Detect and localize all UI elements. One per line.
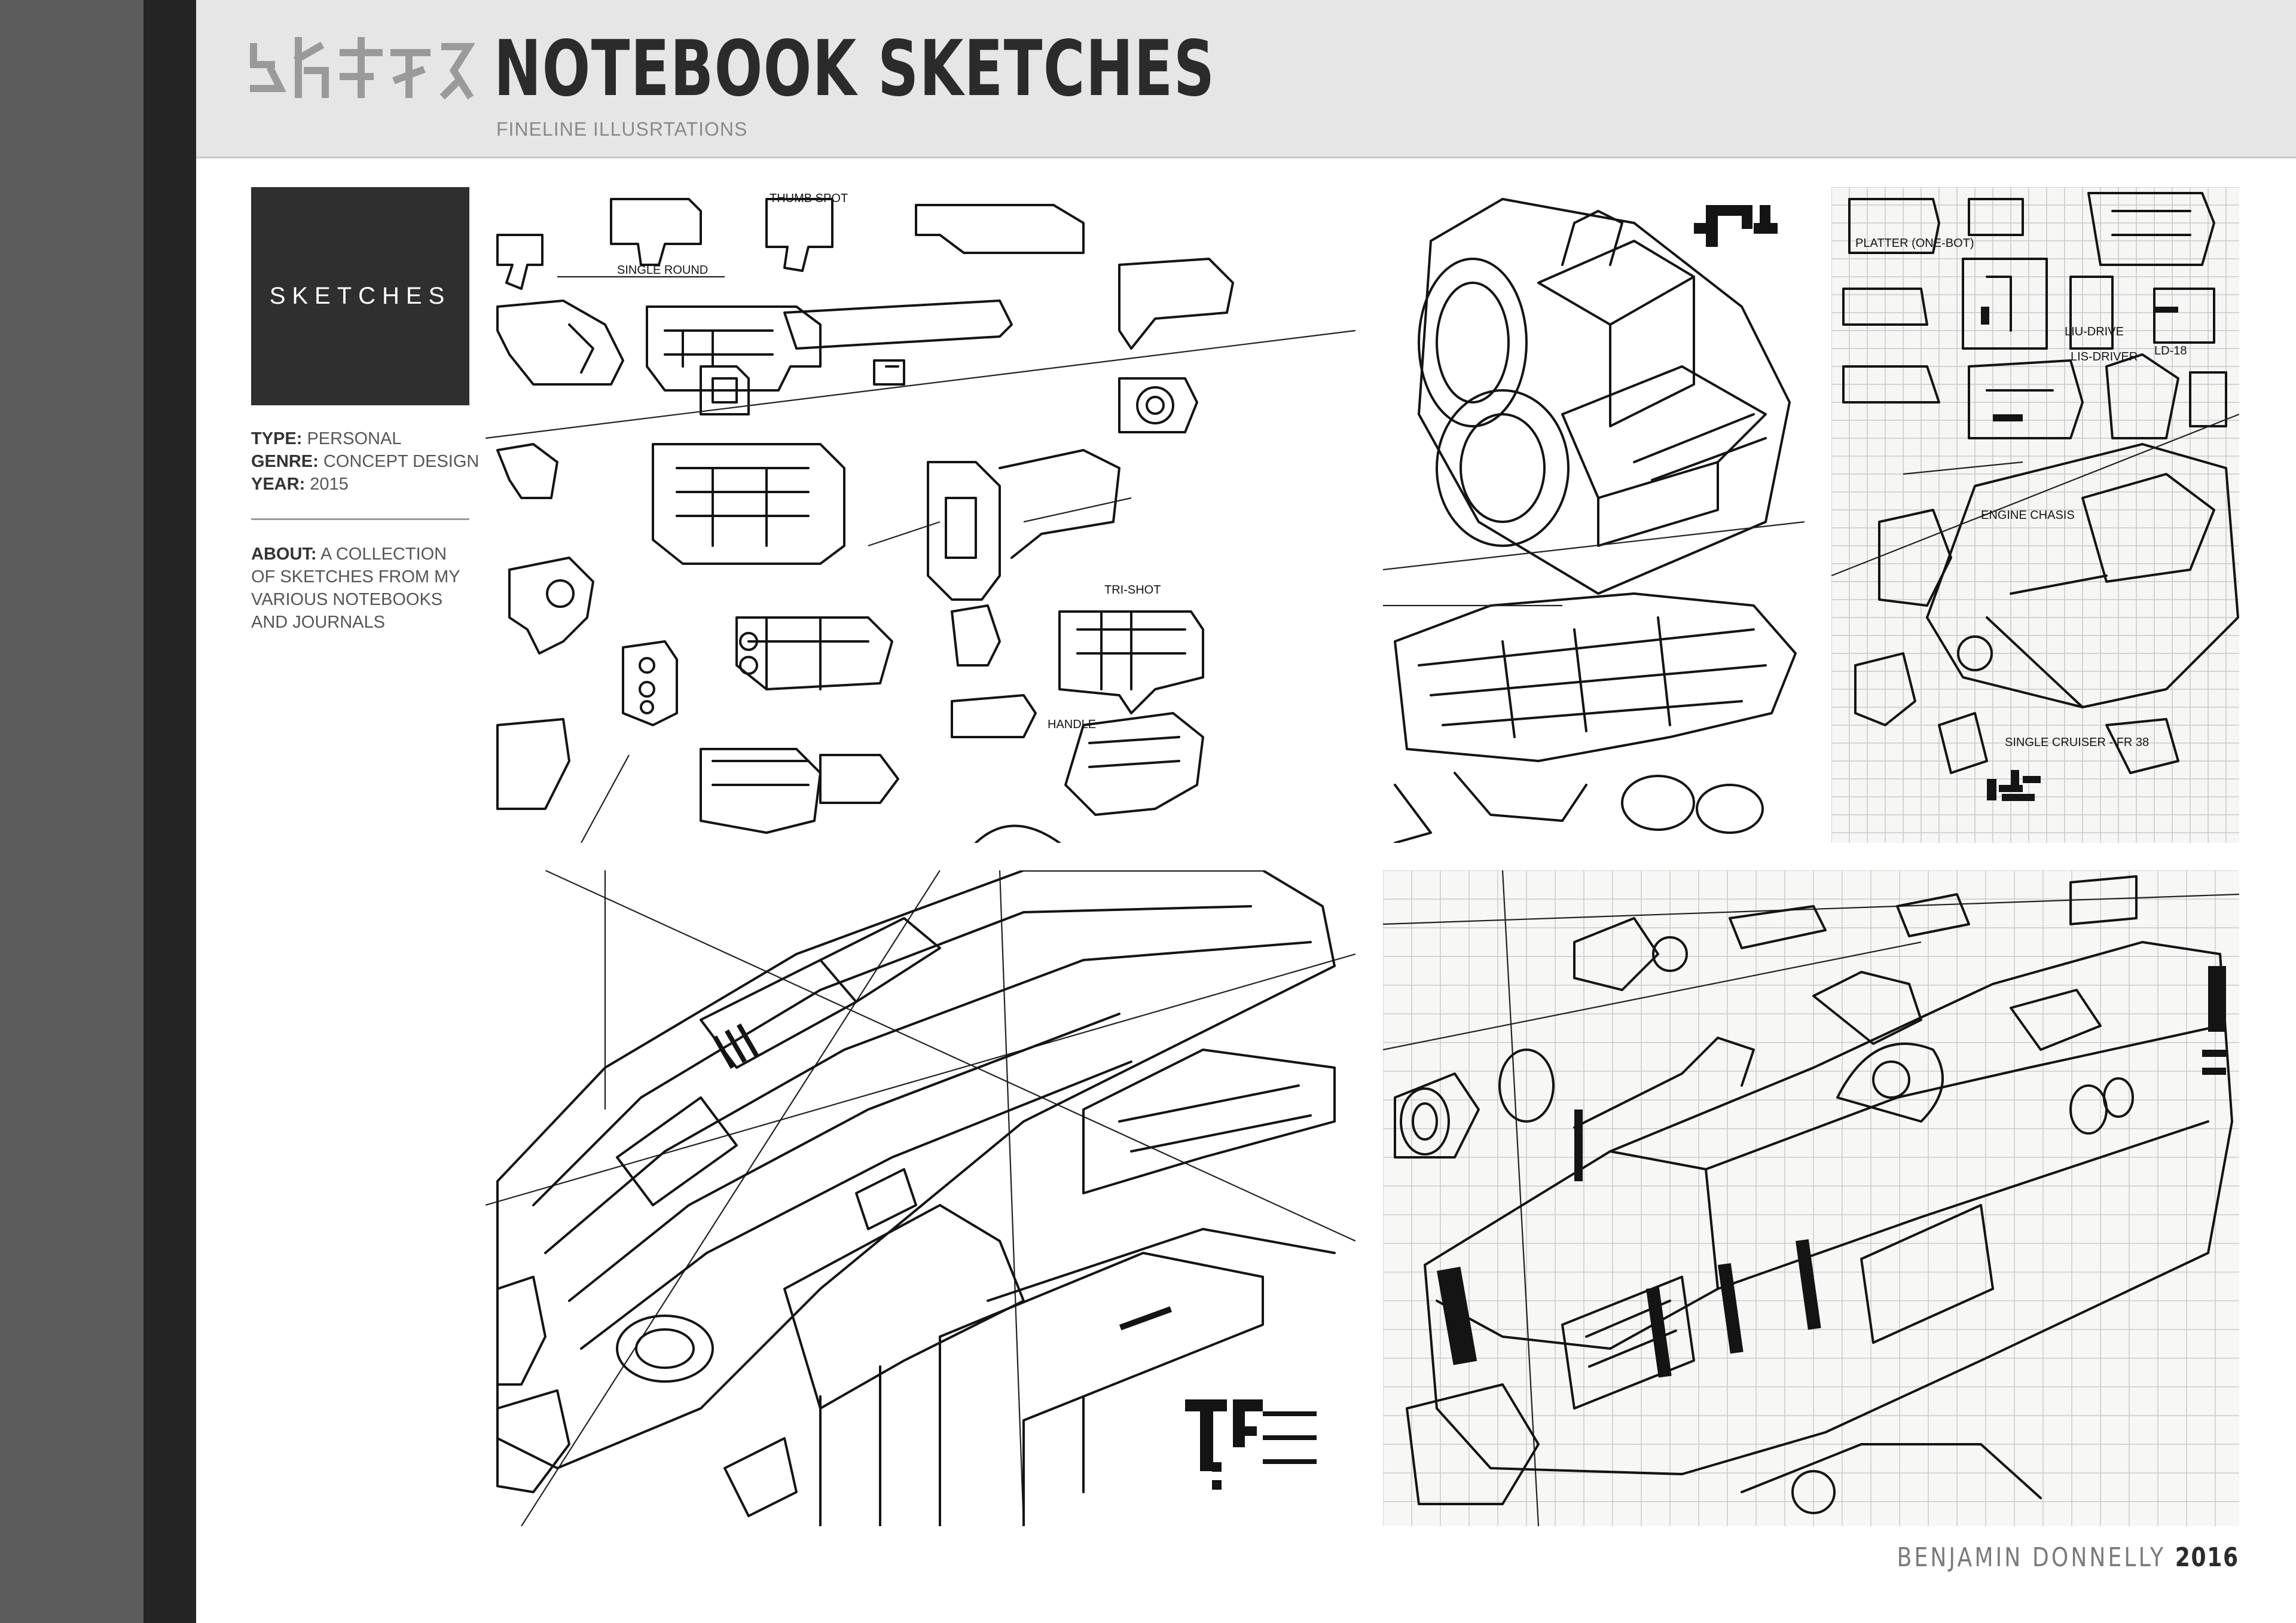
section-label-box: SKETCHES xyxy=(251,187,469,405)
note-thumb-spot: THUMB SPOT xyxy=(770,192,848,205)
glyph-mark-ship xyxy=(1185,1399,1317,1490)
grid-sketch: PLATTER (ONE-BOT) ENGINE CHASIS LIU-DRIV… xyxy=(1831,187,2239,843)
about-block: ABOUT: A COLLECTION OF SKETCHES FROM MY … xyxy=(251,543,478,634)
meta-genre-key: GENRE: xyxy=(251,452,319,471)
note-platter: PLATTER (ONE-BOT) xyxy=(1855,237,1974,250)
grid-sketch-panel: PLATTER (ONE-BOT) ENGINE CHASIS LIU-DRIV… xyxy=(1831,187,2239,843)
meta-type-value: PERSONAL xyxy=(307,429,402,448)
note-tri-shot: TRI-SHOT xyxy=(1104,583,1161,597)
footer-author: BENJAMIN DONNELLY xyxy=(1897,1542,2166,1573)
meta-divider xyxy=(251,518,469,520)
vehicle-shading xyxy=(1436,966,2226,1378)
meta-type-key: TYPE: xyxy=(251,429,303,448)
ship-sketch xyxy=(486,870,1355,1526)
note-engine-chasis: ENGINE CHASIS xyxy=(1981,509,2075,522)
note-liu-drive: LIU-DRIVE xyxy=(2065,325,2124,338)
note-lis-driver: LIS-DRIVER xyxy=(2071,350,2138,363)
binder-strip-light xyxy=(0,0,144,1623)
meta-year-value: 2015 xyxy=(310,475,349,494)
weapons-sketch: THUMB SPOT SINGLE ROUND TRI-SHOT HANDLE xyxy=(486,192,1355,843)
glyph-mark-grid xyxy=(1981,307,2178,801)
binder-strip-dark xyxy=(144,0,196,1623)
meta-year-key: YEAR: xyxy=(251,475,306,494)
vehicle-sketch xyxy=(1383,870,2239,1526)
page-header: NOTEBOOK SKETCHES FINELINE ILLUSRTATIONS xyxy=(196,0,2296,158)
footer-year: 2016 xyxy=(2175,1542,2239,1573)
note-single-round: SINGLE ROUND xyxy=(617,264,708,277)
ship-hatching xyxy=(713,1023,1172,1331)
engine-sketch-panel xyxy=(1383,187,1805,843)
glyph-logo xyxy=(250,37,475,100)
section-label: SKETCHES xyxy=(269,283,451,309)
meta-genre: GENRE: CONCEPT DESIGN xyxy=(251,450,480,473)
meta-genre-value: CONCEPT DESIGN xyxy=(323,452,480,471)
engine-sketch xyxy=(1383,198,1805,843)
meta-type: TYPE: PERSONAL xyxy=(251,427,478,450)
glyph-mark-engine xyxy=(1694,205,1778,247)
about-key: ABOUT: xyxy=(251,545,317,564)
note-ld-18: LD-18 xyxy=(2154,344,2187,357)
project-meta: TYPE: PERSONAL GENRE: CONCEPT DESIGN YEA… xyxy=(251,427,480,496)
vehicle-sketch-panel xyxy=(1383,870,2239,1526)
note-handle: HANDLE xyxy=(1048,718,1096,731)
weapons-sketch-panel: THUMB SPOT SINGLE ROUND TRI-SHOT HANDLE xyxy=(486,187,1355,843)
ship-sketch-panel xyxy=(486,870,1355,1526)
meta-year: YEAR: 2015 xyxy=(251,473,478,496)
note-single-cruiser: SINGLE CRUISER - FR 38 xyxy=(2005,736,2149,749)
page-subtitle: FINELINE ILLUSRTATIONS xyxy=(496,118,748,140)
footer-credit: BENJAMIN DONNELLY 2016 xyxy=(1897,1542,2239,1573)
page-title: NOTEBOOK SKETCHES xyxy=(494,25,1216,114)
about-text: A COLLECTION OF SKETCHES FROM MY VARIOUS… xyxy=(251,545,460,632)
